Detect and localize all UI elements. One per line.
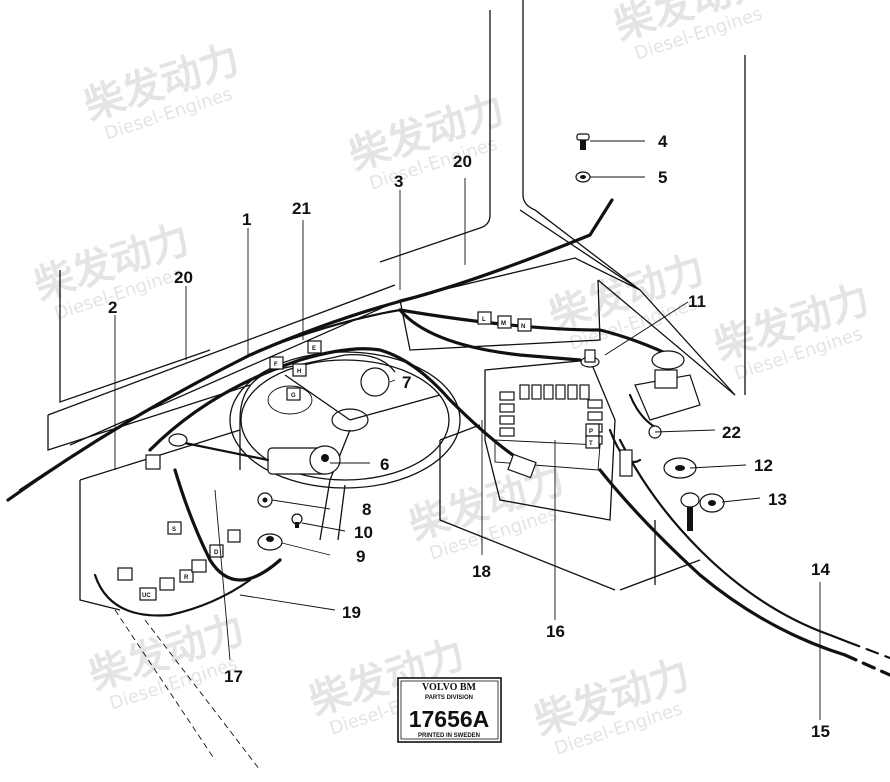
connector-tag: M — [497, 315, 512, 329]
callout-16: 16 — [546, 622, 565, 641]
leader-lines — [114, 140, 821, 720]
connector-tag: T — [585, 435, 600, 449]
connector-tag: R — [179, 569, 194, 583]
switch-icon — [257, 492, 273, 508]
svg-text:F: F — [274, 362, 278, 368]
stamp-footer: PRINTED IN SWEDEN — [418, 733, 480, 739]
svg-text:D: D — [214, 550, 219, 556]
callout-19: 19 — [342, 603, 361, 622]
washer-icon — [575, 171, 591, 183]
gear-knob-icon — [360, 367, 390, 397]
callout-10: 10 — [354, 523, 373, 542]
callout-3: 3 — [394, 172, 403, 191]
svg-text:R: R — [184, 575, 189, 581]
connector-tag: F — [269, 356, 284, 370]
parts-stamp: VOLVO BM PARTS DIVISION 17656A PRINTED I… — [397, 677, 502, 743]
callout-22: 22 — [722, 423, 741, 442]
grommet-icon — [580, 349, 600, 368]
connector-tag: E — [307, 340, 322, 354]
svg-text:G: G — [291, 393, 296, 399]
gear-selector-icon — [634, 350, 701, 439]
wiring-harness — [6, 198, 890, 677]
plug-icon — [191, 559, 207, 573]
callout-4: 4 — [658, 132, 668, 151]
connector-tag: S — [167, 521, 182, 535]
screw-icon — [291, 513, 303, 528]
svg-text:P: P — [589, 429, 593, 435]
callout-18: 18 — [472, 562, 491, 581]
stamp-number: 17656A — [409, 706, 490, 732]
callout-13: 13 — [768, 490, 787, 509]
callout-6: 6 — [380, 455, 389, 474]
callouts: 1 2 3 4 5 6 7 8 9 10 11 12 13 14 15 16 1… — [108, 132, 830, 741]
connector-tag: P — [585, 423, 600, 437]
svg-text:UC: UC — [142, 593, 151, 599]
ignition-switch-icon — [619, 449, 697, 479]
plug-icon — [145, 454, 161, 470]
callout-11: 11 — [688, 292, 706, 311]
svg-text:H: H — [297, 369, 301, 375]
connector-tag: L — [477, 311, 492, 325]
connector-icon — [507, 453, 537, 479]
connector-tag: G — [286, 387, 301, 401]
callout-8: 8 — [362, 500, 371, 519]
plug-icon — [117, 567, 133, 581]
callout-5: 5 — [658, 168, 667, 187]
callout-21: 21 — [292, 199, 311, 218]
components — [168, 133, 725, 551]
callout-1: 1 — [242, 210, 251, 229]
callout-14: 14 — [811, 560, 830, 579]
key-icon — [680, 492, 725, 531]
connector-tag: UC — [139, 587, 157, 601]
stamp-division: PARTS DIVISION — [425, 695, 473, 701]
callout-2: 2 — [108, 298, 117, 317]
callout-20-right: 20 — [453, 152, 472, 171]
stamp-brand: VOLVO BM — [422, 682, 477, 693]
svg-text:T: T — [589, 441, 593, 447]
watermark: 柴发动力 Diesel-Engines 柴发动力 Diesel-Engines … — [29, 0, 875, 759]
connector-tag: H — [292, 363, 307, 377]
callout-15: 15 — [811, 722, 830, 741]
svg-text:L: L — [482, 317, 486, 323]
cab-structure — [47, 0, 746, 771]
svg-text:N: N — [521, 324, 525, 330]
horn-button-icon — [257, 533, 283, 551]
svg-text:E: E — [312, 346, 316, 352]
plug-icon — [159, 577, 175, 591]
steering-wheel — [229, 351, 461, 541]
plug-icon — [227, 529, 241, 543]
screw-icon — [576, 133, 590, 150]
combination-switch-icon — [168, 433, 341, 475]
callout-7: 7 — [402, 373, 411, 392]
callout-9: 9 — [356, 547, 365, 566]
svg-text:M: M — [501, 321, 506, 327]
connector-tags: L M N H G F E S — [117, 311, 600, 601]
callout-12: 12 — [754, 456, 773, 475]
callout-17: 17 — [224, 667, 243, 686]
connector-tag: N — [517, 318, 532, 332]
callout-20-left: 20 — [174, 268, 193, 287]
svg-text:S: S — [172, 527, 176, 533]
